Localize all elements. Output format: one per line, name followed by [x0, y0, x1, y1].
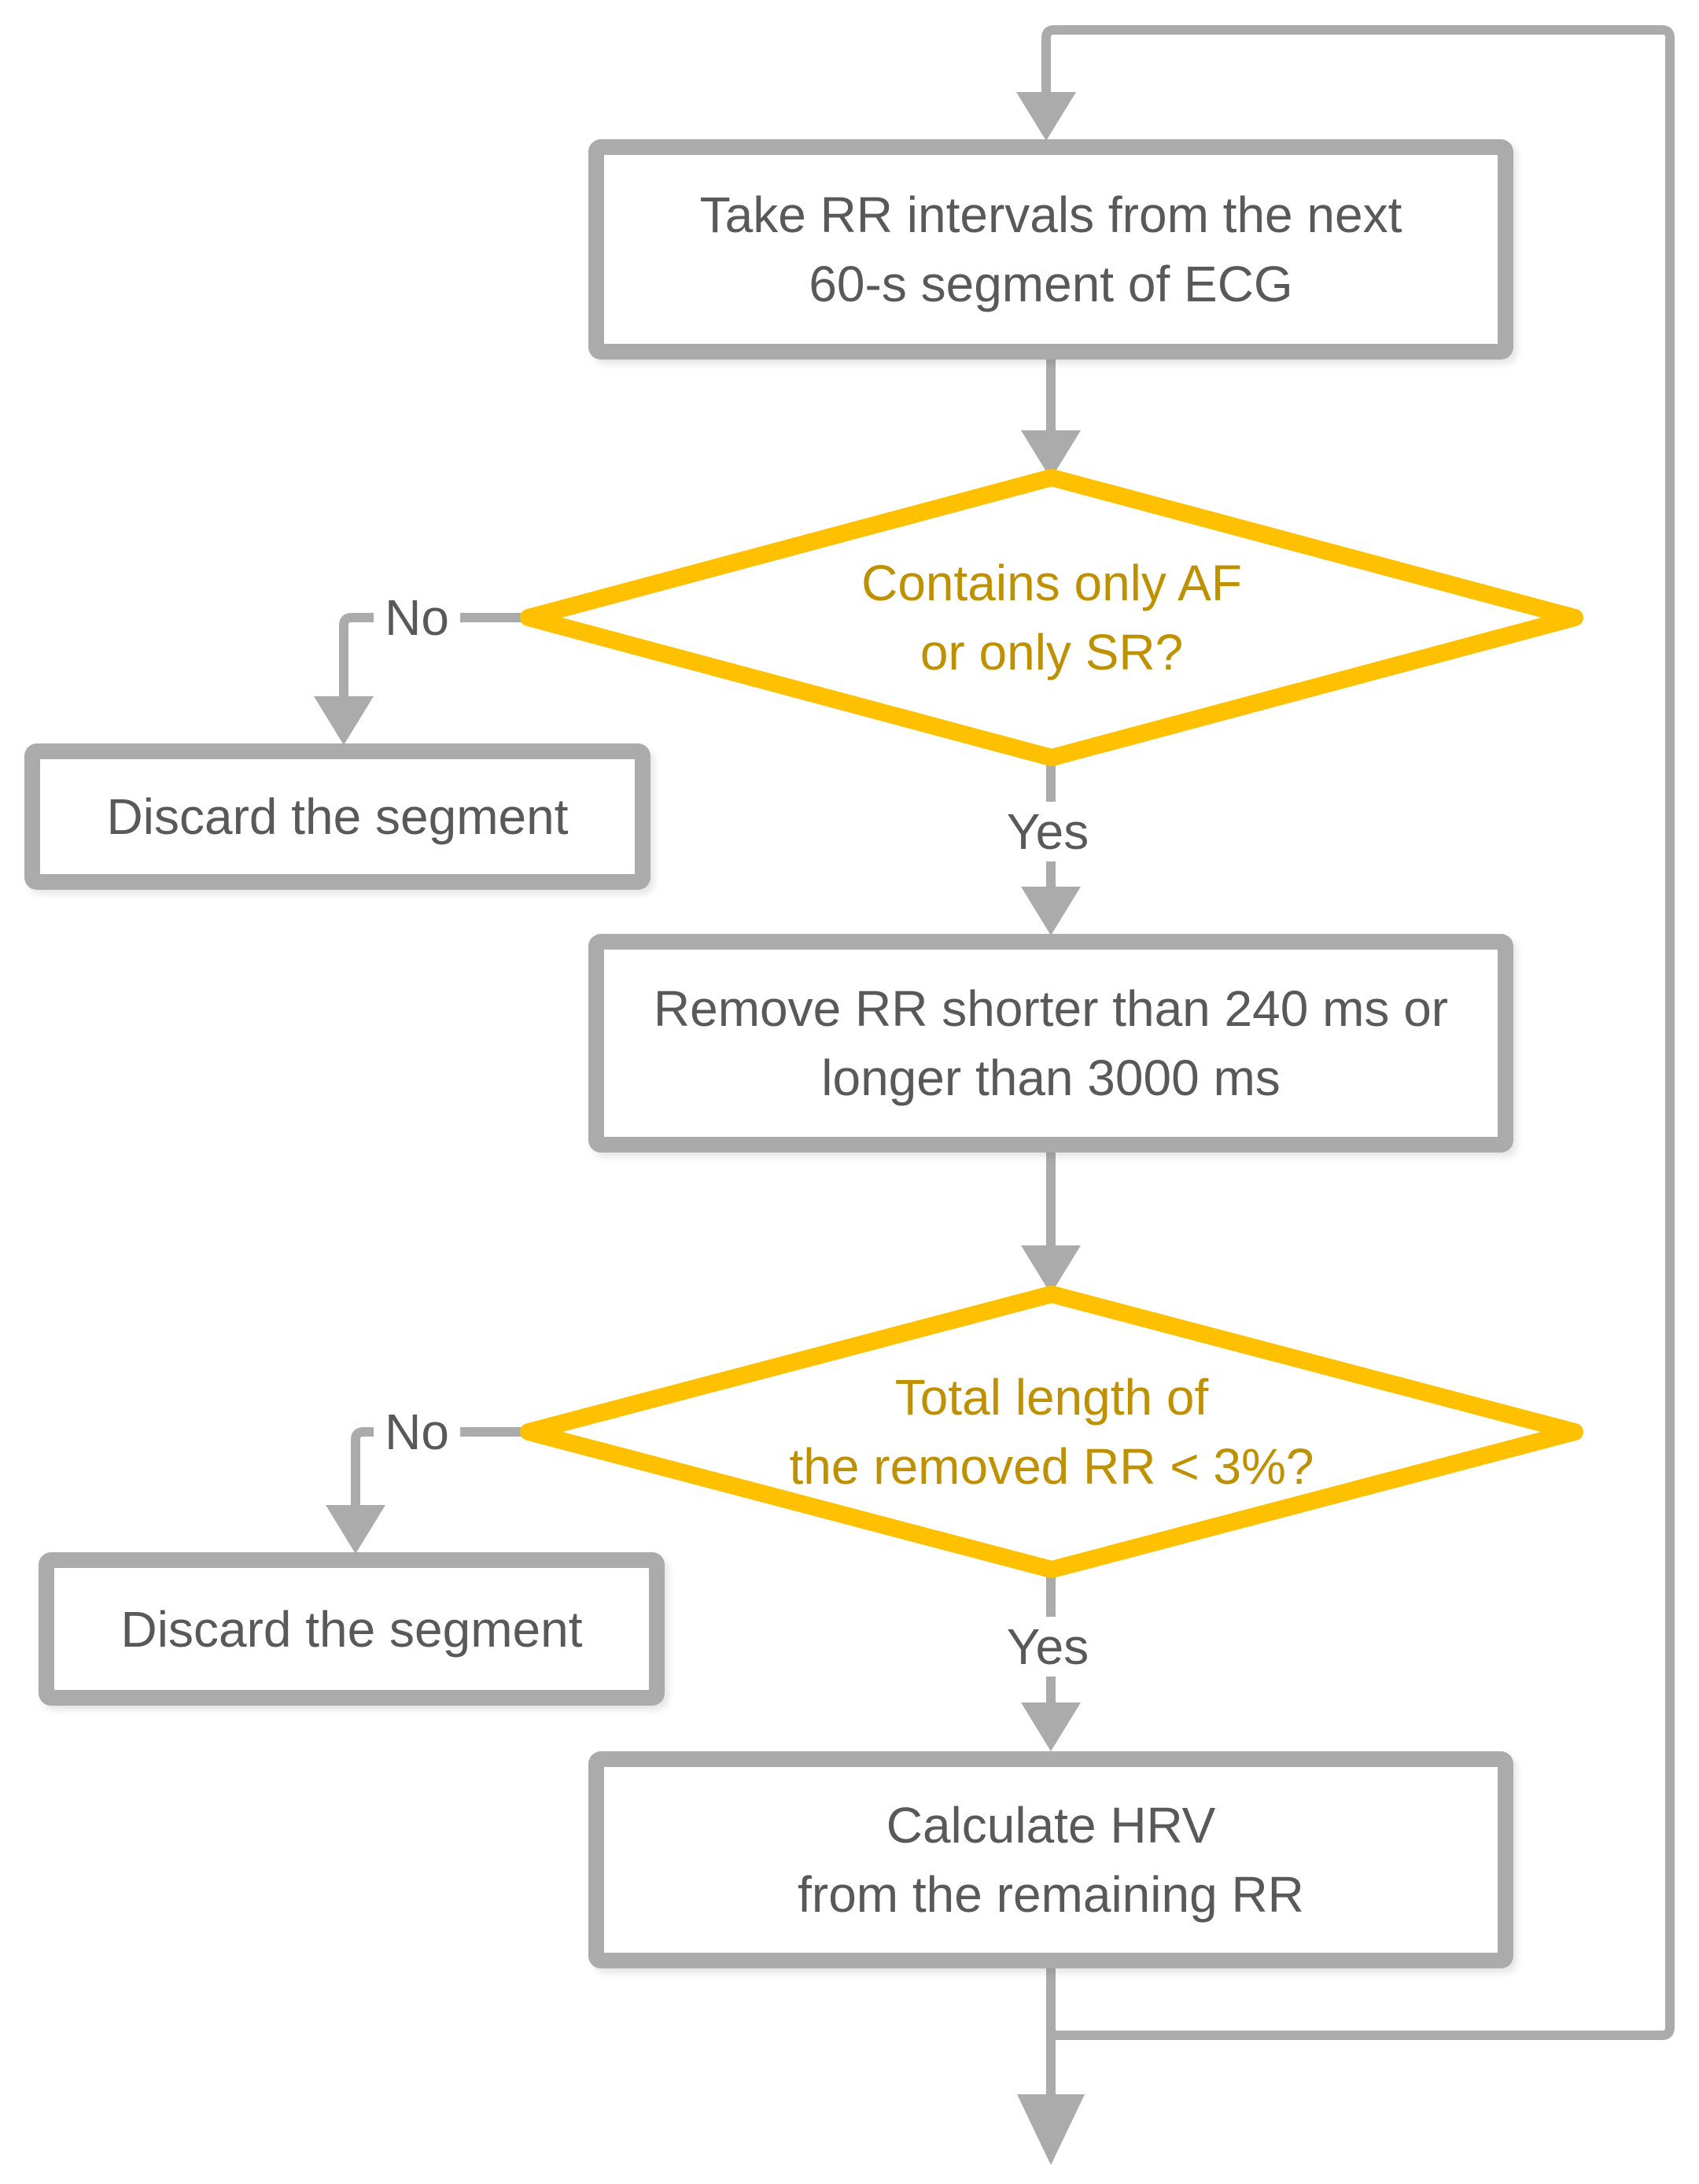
connector-no1 — [339, 613, 529, 699]
decision2-text: Total length of the removed RR < 3%? — [580, 1363, 1524, 1501]
node-text-line: Take RR intervals from the next — [699, 186, 1402, 243]
arrowhead-into-remove — [1021, 887, 1081, 935]
decision1-text: Contains only AF or only SR? — [580, 548, 1524, 687]
connector-no2 — [351, 1427, 529, 1507]
node-text-line: Calculate HRV — [886, 1797, 1216, 1854]
node-text-line: 60-s segment of ECG — [809, 256, 1293, 312]
node-text-line: Discard the segment — [120, 1600, 583, 1658]
arrowhead-into-discard1 — [314, 696, 374, 745]
node-take-rr-intervals: Take RR intervals from the next 60-s seg… — [588, 139, 1513, 360]
arrowhead-into-calc — [1021, 1703, 1081, 1751]
decision2-diamond — [520, 1286, 1583, 1578]
arrowhead-into-decision1 — [1021, 430, 1081, 479]
label-yes-1: Yes — [995, 802, 1100, 861]
loop-connector — [1041, 25, 1675, 2040]
node-text-line: from the remaining RR — [798, 1866, 1304, 1923]
node-calculate-hrv: Calculate HRV from the remaining RR — [588, 1751, 1513, 1968]
decision-text-line: the removed RR < 3%? — [789, 1438, 1314, 1495]
arrowhead-into-take — [1016, 92, 1076, 141]
decision1-diamond — [520, 469, 1583, 766]
arrowhead-into-decision2 — [1021, 1245, 1081, 1294]
node-remove-rr: Remove RR shorter than 240 ms or longer … — [588, 934, 1513, 1153]
label-no-1: No — [374, 588, 460, 647]
node-discard-segment-2: Discard the segment — [39, 1552, 665, 1706]
arrowhead-exit — [1017, 2094, 1085, 2165]
node-text-line: Remove RR shorter than 240 ms or — [653, 980, 1449, 1037]
arrowhead-into-discard2 — [326, 1505, 385, 1554]
node-discard-segment-1: Discard the segment — [24, 743, 650, 890]
decision-text-line: Total length of — [894, 1369, 1209, 1426]
label-yes-2: Yes — [995, 1617, 1100, 1677]
label-no-2: No — [374, 1402, 460, 1462]
decision-text-line: or only SR? — [920, 624, 1184, 681]
decision-text-line: Contains only AF — [861, 555, 1242, 611]
node-text-line: longer than 3000 ms — [821, 1050, 1281, 1106]
node-text-line: Discard the segment — [106, 788, 569, 845]
